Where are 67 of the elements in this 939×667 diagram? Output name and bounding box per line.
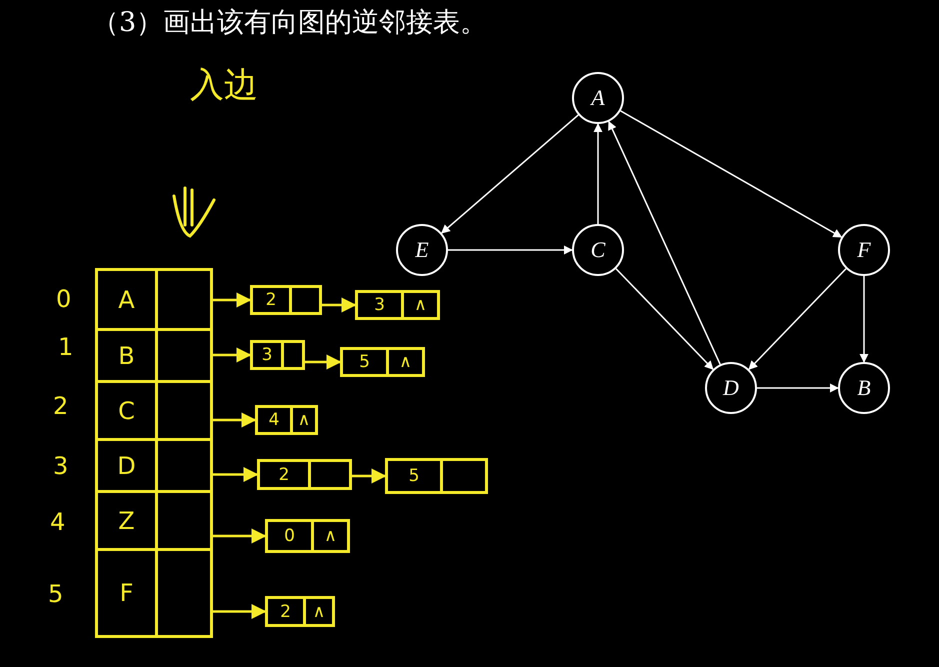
- title: （3）画出该有向图的逆邻接表。: [92, 6, 488, 40]
- link-field: ∧: [314, 522, 347, 550]
- list-node: [385, 458, 488, 494]
- list-node: [355, 290, 440, 320]
- arrow: [213, 412, 256, 428]
- arrow: [620, 110, 842, 238]
- index-number: 0: [56, 285, 72, 313]
- data-field: 5: [343, 350, 389, 374]
- vertex-cell: Z: [98, 493, 158, 548]
- arrow: [213, 604, 266, 619]
- vertex-cell: D: [98, 441, 158, 490]
- data-field: 2: [260, 462, 311, 487]
- index-number: 4: [50, 508, 66, 536]
- table-row: [98, 383, 210, 441]
- arrow: [757, 384, 839, 392]
- table-row: [98, 331, 210, 383]
- arrow: [748, 268, 846, 370]
- arrow: [213, 467, 258, 482]
- vertex-circle: C: [572, 224, 624, 276]
- link-field: ∧: [306, 599, 332, 624]
- handwritten-note: 入边: [190, 64, 258, 107]
- table-row: [98, 271, 210, 331]
- arrow: [448, 246, 573, 254]
- arrow: [441, 114, 579, 234]
- data-field: 3: [358, 293, 404, 317]
- data-field: 3: [253, 343, 284, 367]
- data-field: 2: [268, 599, 306, 624]
- index-number: 1: [58, 333, 74, 361]
- vertex-circle: F: [838, 224, 890, 276]
- arrow: [352, 468, 386, 484]
- arrow: [860, 276, 868, 363]
- list-node: [255, 405, 318, 435]
- arrow: [213, 292, 252, 308]
- list-node: [257, 459, 352, 490]
- link-field: ∧: [293, 408, 315, 432]
- table-row: [98, 493, 210, 551]
- vertex-circle: D: [705, 362, 757, 414]
- vertex-circle: E: [396, 224, 448, 276]
- link-field: ∧: [389, 350, 422, 374]
- table-row: [98, 441, 210, 493]
- arrow: [305, 354, 342, 370]
- arrow: [616, 268, 714, 370]
- data-field: 4: [258, 408, 293, 432]
- list-node: [265, 596, 335, 627]
- arrow: [608, 120, 721, 365]
- vertex-cell: A: [98, 271, 158, 328]
- list-node: [265, 519, 350, 553]
- list-node: [250, 340, 305, 370]
- vertex-cell: C: [98, 383, 158, 438]
- index-number: 3: [53, 452, 68, 480]
- list-node: [340, 347, 425, 377]
- arrow: [594, 123, 602, 224]
- link-field: ∧: [404, 293, 437, 317]
- list-node: [250, 285, 322, 315]
- data-field: 0: [268, 522, 314, 550]
- index-number: 2: [53, 392, 68, 420]
- arrow: [213, 348, 252, 362]
- arrow: [322, 298, 356, 312]
- vertex-circle: B: [838, 362, 890, 414]
- data-field: 5: [388, 461, 443, 491]
- vertex-circle: A: [572, 72, 624, 124]
- data-field: 2: [253, 288, 292, 312]
- vertex-cell: F: [98, 551, 158, 635]
- index-number: 5: [48, 580, 64, 608]
- arrow: [213, 528, 266, 544]
- adjacency-table: [95, 268, 213, 638]
- vertex-cell: B: [98, 331, 158, 380]
